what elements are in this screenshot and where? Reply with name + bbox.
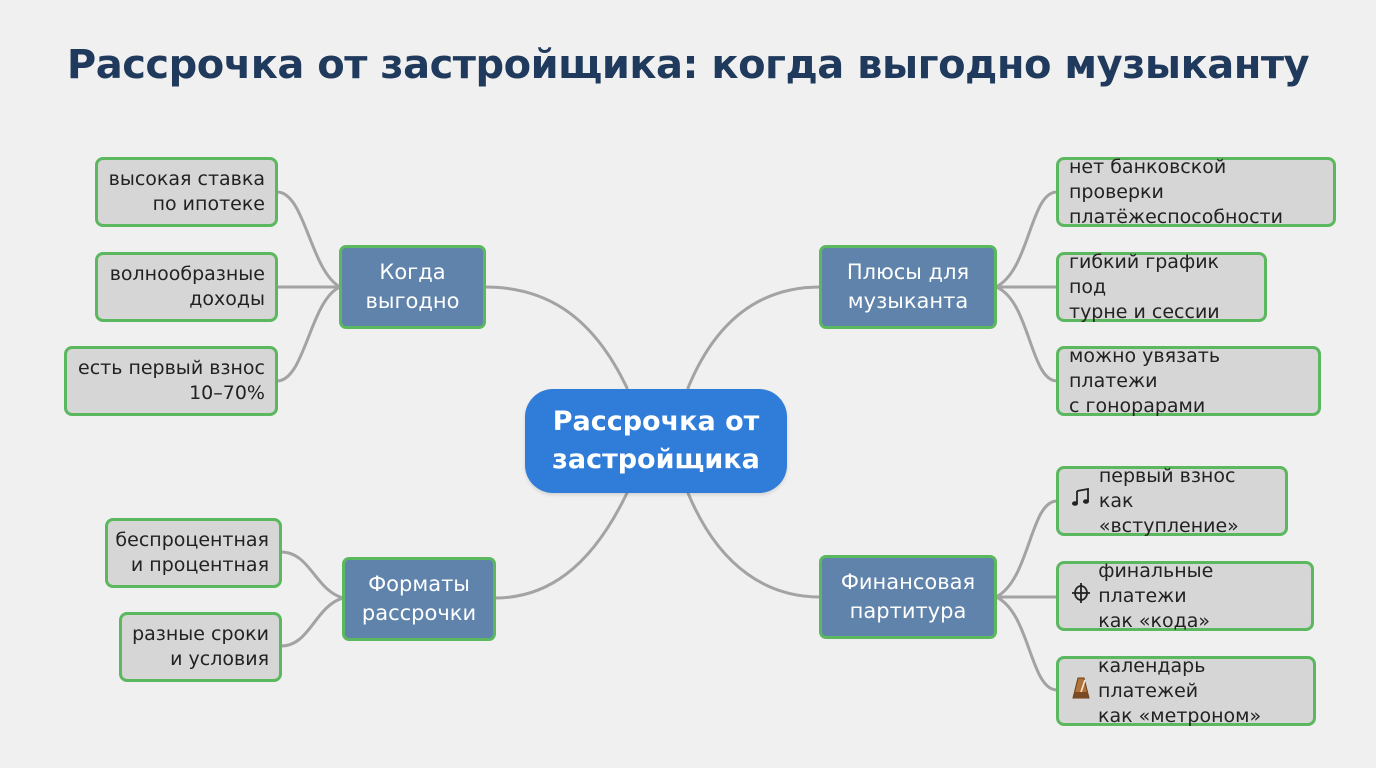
leaf-first-payment-intro: первый взнос как «вступление» [1056, 465, 1288, 537]
leaf-flexible-schedule: гибкий график под турне и сессии [1056, 251, 1267, 323]
branch-formats-label: Форматы рассрочки [361, 572, 477, 625]
leaf-interest-free-and-interest: беспроцентная и процентная [105, 518, 282, 588]
leaf-down-payment: есть первый взнос 10–70% [64, 346, 278, 416]
leaf-payment-calendar-metronome: календарь платежей как «метроном» [1056, 655, 1316, 727]
branch-pros-label: Плюсы для музыканта [846, 260, 970, 313]
connector-when-leaf-3 [275, 285, 342, 383]
music-note-icon [1069, 487, 1093, 515]
branch-pros-for-musician: Плюсы для музыканта [819, 245, 997, 329]
connector-center-when [483, 285, 629, 390]
connector-center-score [686, 491, 822, 599]
connector-pros-leaf-3 [994, 285, 1059, 383]
connector-center-pros [686, 285, 822, 390]
connector-score-leaf-1 [994, 499, 1059, 599]
leaf-final-payments-coda: финальные платежи как «кода» [1056, 560, 1314, 632]
leaf-wavy-income: волнообразные доходы [95, 252, 278, 322]
branch-score-label: Финансовая партитура [840, 570, 976, 623]
leaf-high-mortgage-rate: высокая ставка по ипотеке [95, 157, 278, 227]
leaf-no-bank-check: нет банковской проверки платёжеспособнос… [1056, 156, 1336, 228]
branch-when-label: Когда выгодно [365, 260, 460, 313]
central-topic: Рассрочка от застройщика [525, 389, 787, 493]
leaf-payments-linked-to-fees: можно увязать платежи с гонорарами [1056, 345, 1321, 417]
branch-when-profitable: Когда выгодно [339, 245, 486, 329]
branch-financial-score: Финансовая партитура [819, 555, 997, 639]
branch-installment-formats: Форматы рассрочки [342, 557, 496, 641]
connector-when-leaf-1 [275, 190, 342, 289]
metronome-icon [1069, 677, 1092, 706]
central-topic-label: Рассрочка от застройщика [552, 406, 760, 475]
connector-formats-leaf-2 [279, 596, 345, 648]
connector-formats-leaf-1 [279, 550, 345, 600]
connector-center-formats [493, 491, 629, 600]
connector-pros-leaf-1 [994, 190, 1059, 289]
leaf-terms-and-conditions: разные сроки и условия [119, 612, 282, 682]
coda-sign-icon [1069, 582, 1092, 611]
page-title: Рассрочка от застройщика: когда выгодно … [66, 42, 1310, 88]
connector-score-leaf-3 [994, 595, 1059, 692]
